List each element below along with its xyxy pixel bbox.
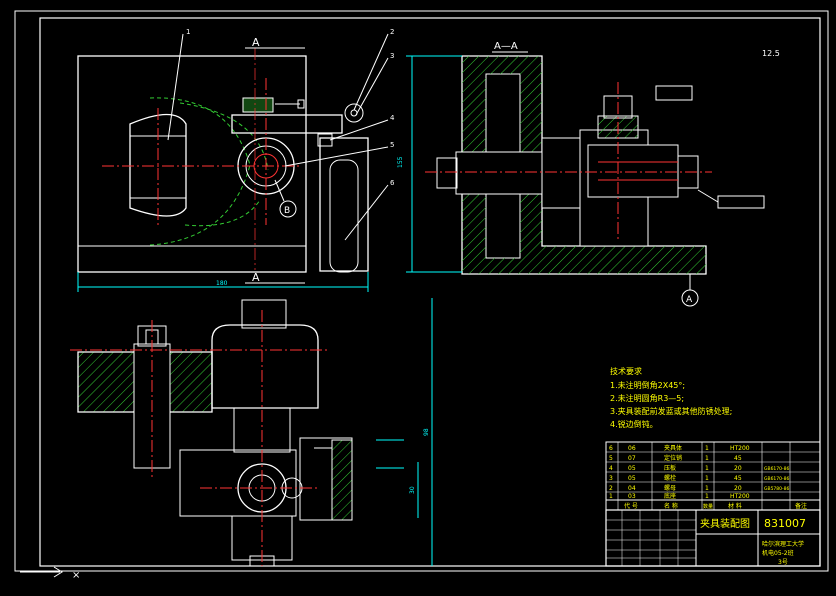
section-label-bottom: A: [252, 271, 260, 284]
bom-row-5-mat: 20: [734, 485, 742, 492]
bom-row-3-name: 压板: [664, 464, 676, 472]
section-view: [406, 51, 765, 307]
bom-row-6-seq: 1: [609, 493, 613, 500]
bom-row-4-code: 05: [628, 475, 636, 482]
bom-header-qty: 数量: [703, 503, 713, 510]
title-block-class: 机电05-2班: [762, 549, 794, 557]
section-view-title: A—A: [494, 41, 518, 52]
bom-header-name: 名 称: [664, 502, 678, 510]
tech-requirement-3: 3.夹具装配前发蓝或其他防锈处理;: [610, 406, 732, 416]
bom-row-1-mat: HT200: [730, 445, 750, 452]
part-number-1: 1: [186, 28, 190, 36]
ucs-icon: ×: [20, 566, 80, 581]
dim-height-side: 155: [397, 156, 404, 168]
dim-height-plan: 98: [423, 428, 430, 436]
section-label-top: A: [252, 36, 260, 49]
bom-row-5-qty: 1: [705, 485, 709, 492]
bom-row-5-code: 04: [628, 485, 636, 492]
bom-row-4-note: GB6170-86: [764, 476, 790, 482]
bom-row-1-code: 06: [628, 445, 636, 452]
bom-row-5-name: 螺母: [664, 484, 676, 492]
bom-row-4-mat: 45: [734, 475, 742, 482]
outer-border: [14, 10, 829, 572]
roughness-value: 12.5: [762, 49, 780, 58]
bom-row-6-mat: HT200: [730, 493, 750, 500]
part-number-6: 6: [390, 179, 395, 187]
bom-table: [605, 441, 821, 511]
tech-requirement-4: 4.锐边倒钝。: [610, 419, 658, 429]
bom-row-3-qty: 1: [705, 465, 709, 472]
bom-row-2-seq: 5: [609, 455, 613, 462]
title-block-student: 3号: [778, 559, 788, 566]
bom-row-3-note: GB6170-86: [764, 466, 790, 472]
bom-row-5-note: GB5780-86: [764, 486, 790, 492]
bom-header-code: 代 号: [624, 502, 638, 510]
dim-width-front: 180: [216, 280, 228, 287]
part-number-3: 3: [390, 52, 394, 60]
title-block-title: 夹具装配图: [700, 517, 750, 530]
bom-row-6-name: 底座: [664, 492, 676, 500]
bom-row-4-qty: 1: [705, 475, 709, 482]
part-number-5: 5: [390, 141, 394, 149]
plan-view: [70, 298, 433, 567]
part-number-2: 2: [390, 28, 394, 36]
title-block: [605, 509, 821, 567]
part-number-4: 4: [390, 114, 395, 122]
tech-requirement-1: 1.未注明倒角2X45°;: [610, 380, 685, 390]
bom-row-1-name: 夹具体: [664, 444, 682, 452]
bom-row-4-name: 螺栓: [664, 474, 676, 482]
front-view: [77, 33, 389, 292]
bom-row-5-seq: 2: [609, 485, 613, 492]
bom-row-2-qty: 1: [705, 455, 709, 462]
bom-row-3-code: 05: [628, 465, 636, 472]
inner-border: [39, 17, 821, 567]
bom-row-6-code: 03: [628, 493, 636, 500]
bom-header-mat: 材 料: [728, 502, 742, 510]
dim-small-plan: 30: [409, 486, 416, 494]
bom-row-1-seq: 6: [609, 445, 613, 452]
bom-row-3-seq: 4: [609, 465, 613, 472]
bom-row-2-name: 定位销: [664, 454, 682, 462]
bom-header-note: 备注: [795, 502, 807, 510]
datum-a-label: A: [686, 295, 693, 305]
bom-row-1-qty: 1: [705, 445, 709, 452]
bom-row-4-seq: 3: [609, 475, 613, 482]
bom-row-6-qty: 1: [705, 493, 709, 500]
bom-row-2-mat: 45: [734, 455, 742, 462]
title-block-drawing-no: 831007: [764, 517, 806, 530]
tech-requirements-title: 技术要求: [610, 366, 642, 376]
tech-requirement-2: 2.未注明圆角R3—5;: [610, 393, 684, 403]
bom-row-2-code: 07: [628, 455, 636, 462]
bom-row-3-mat: 20: [734, 465, 742, 472]
title-block-school: 哈尔滨理工大学: [762, 540, 804, 548]
callout-b: B: [284, 206, 290, 216]
svg-text:×: ×: [72, 570, 80, 581]
